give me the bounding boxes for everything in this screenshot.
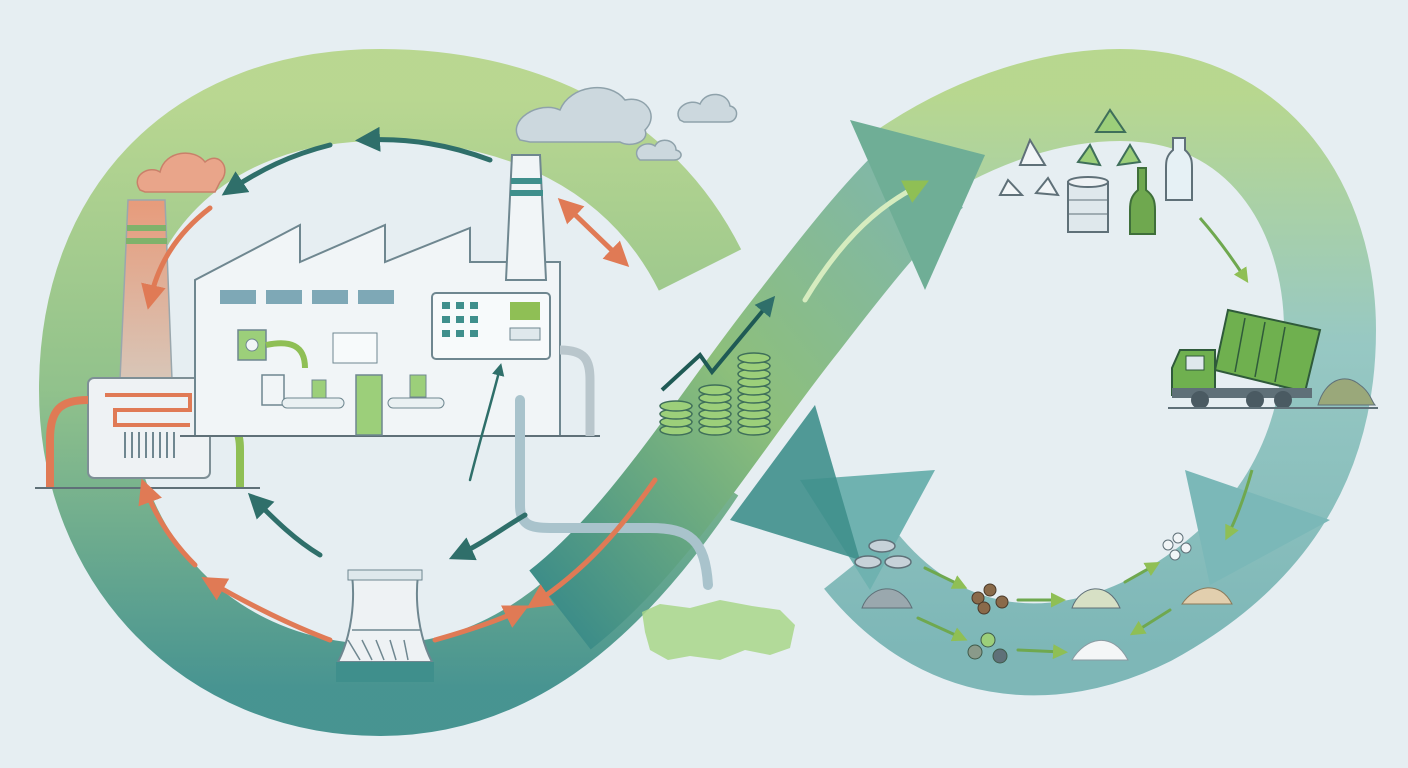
right-loop-arrowhead: [1185, 470, 1330, 585]
cloud-icon: [677, 93, 738, 123]
coin-stack: [659, 400, 693, 436]
raw-material-pile-icon: [1071, 640, 1129, 661]
map-silhouette-icon: [642, 600, 795, 660]
flow-arrow: [201, 577, 333, 643]
recycle-symbol-icon: [998, 137, 1060, 197]
raw-materials: [854, 532, 1233, 664]
control-panel-icon: [431, 292, 551, 360]
crossing-arrowhead: [850, 120, 985, 290]
flow-arrow: [1129, 608, 1172, 636]
flow-arrow: [448, 512, 528, 561]
flow-arrow: [802, 180, 929, 303]
left-loop-band: [38, 48, 742, 737]
flow-arrow: [432, 605, 529, 643]
dump-truck-icon: [1168, 308, 1378, 409]
raw-material-pile-icon: [1181, 587, 1233, 605]
coin-stack: [737, 352, 771, 436]
raw-material-pile-icon: [1071, 588, 1121, 609]
cloud-icon: [515, 86, 652, 146]
flow-arrow: [1198, 217, 1249, 284]
flow-arrow: [138, 478, 198, 568]
cooling-tower-icon: [336, 569, 434, 682]
flow-arrow: [221, 142, 333, 196]
glass-bottle-icon: [1129, 167, 1156, 235]
flow-arrow: [1016, 644, 1068, 660]
clouds: [136, 86, 738, 193]
coin-stack: [698, 384, 732, 436]
flow-arrow: [468, 363, 505, 482]
pellet-icon: [971, 583, 1009, 615]
coin-stacks-icon: [659, 352, 771, 436]
cloud-icon: [635, 139, 682, 161]
pellet-icon: [1162, 532, 1192, 561]
smokestack-icon: [119, 199, 173, 381]
pellet-icon: [967, 632, 1008, 664]
conveyor-belt-icon: [237, 329, 595, 436]
right-loop-band: [824, 48, 1377, 696]
growth-trend-arrow-icon: [660, 295, 776, 392]
tin-can-icon: [1067, 176, 1109, 233]
flow-arrow: [141, 205, 213, 310]
raw-material-pile-icon: [861, 588, 913, 609]
flow-arrow: [526, 477, 658, 609]
factory-icon: [180, 154, 600, 437]
flow-arrow: [1225, 469, 1254, 541]
plastic-bottle-icon: [1165, 137, 1193, 201]
flow-arrow: [1123, 562, 1161, 584]
process-flow-arrows: [138, 126, 929, 643]
flow-arrow: [247, 492, 323, 558]
flow-arrow: [557, 198, 630, 267]
crossing-band: [528, 132, 964, 650]
lower-return-arrowhead: [730, 405, 860, 560]
flow-arrow: [916, 616, 968, 642]
flow-arrow: [355, 126, 493, 163]
flow-arrow: [923, 566, 968, 589]
infinity-loop: [38, 48, 1377, 737]
recycle-symbol-icon: [1076, 108, 1142, 167]
pellet-icon: [854, 539, 912, 569]
